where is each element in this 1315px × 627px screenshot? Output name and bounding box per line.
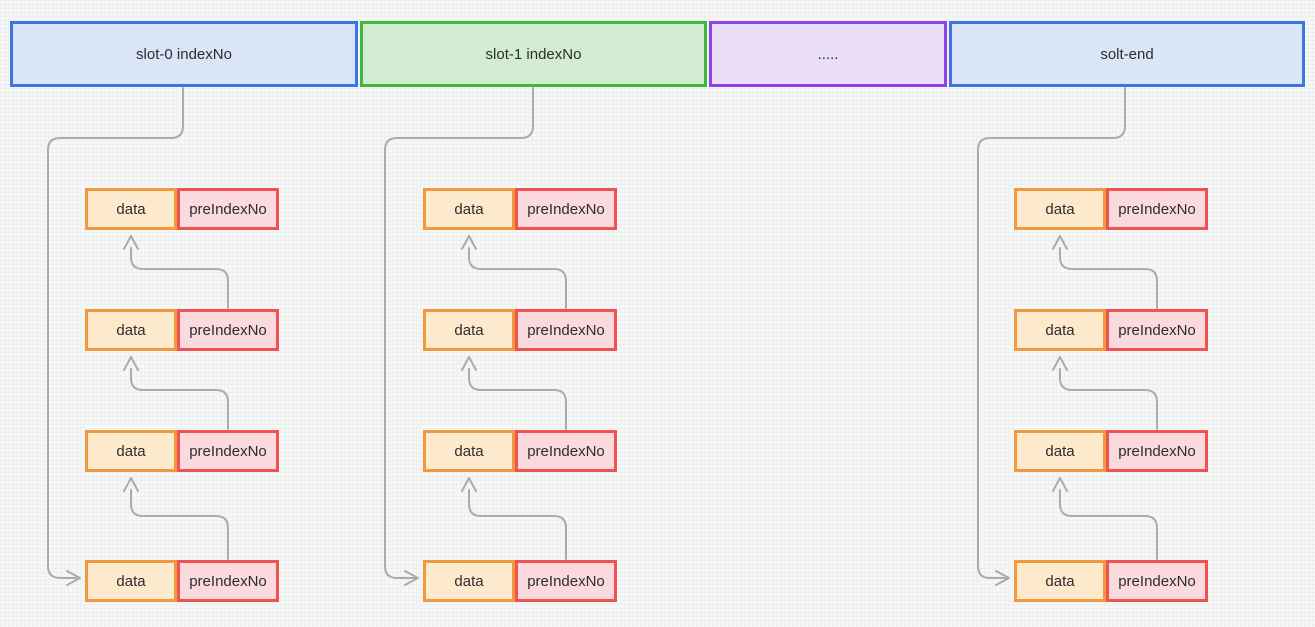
node-col3-row3: data preIndexNo	[1014, 430, 1208, 472]
node-data-cell: data	[1014, 560, 1106, 602]
slot-end-cell: solt-end	[949, 21, 1305, 87]
node-col2-row3: data preIndexNo	[423, 430, 617, 472]
node-data-cell: data	[423, 430, 515, 472]
node-preindex-cell: preIndexNo	[1106, 309, 1208, 351]
node-col3-row2: data preIndexNo	[1014, 309, 1208, 351]
node-col1-row1: data preIndexNo	[85, 188, 279, 230]
slot-0-cell: slot-0 indexNo	[10, 21, 358, 87]
node-col1-row4: data preIndexNo	[85, 560, 279, 602]
slot-1-cell: slot-1 indexNo	[360, 21, 707, 87]
node-preindex-cell: preIndexNo	[1106, 430, 1208, 472]
node-col1-row2: data preIndexNo	[85, 309, 279, 351]
chain-arrows-column-3	[1052, 235, 1158, 560]
node-data-cell: data	[85, 430, 177, 472]
chain-arrows-column-2	[461, 235, 567, 560]
node-col2-row2: data preIndexNo	[423, 309, 617, 351]
slot-0-label: slot-0 indexNo	[136, 45, 232, 63]
node-preindex-cell: preIndexNo	[515, 430, 617, 472]
slot-1-label: slot-1 indexNo	[485, 45, 582, 63]
node-col2-row1: data preIndexNo	[423, 188, 617, 230]
node-preindex-cell: preIndexNo	[177, 430, 279, 472]
chain-arrows-column-1	[123, 235, 229, 560]
node-data-cell: data	[423, 309, 515, 351]
slot-ellipsis-cell: .....	[709, 21, 947, 87]
node-preindex-cell: preIndexNo	[515, 188, 617, 230]
node-preindex-cell: preIndexNo	[1106, 188, 1208, 230]
node-data-cell: data	[423, 188, 515, 230]
node-preindex-cell: preIndexNo	[515, 560, 617, 602]
node-preindex-cell: preIndexNo	[515, 309, 617, 351]
node-data-cell: data	[1014, 188, 1106, 230]
node-data-cell: data	[1014, 309, 1106, 351]
node-data-cell: data	[423, 560, 515, 602]
slot-ellipsis-label: .....	[817, 45, 839, 63]
node-col3-row4: data preIndexNo	[1014, 560, 1208, 602]
node-col3-row1: data preIndexNo	[1014, 188, 1208, 230]
node-preindex-cell: preIndexNo	[177, 188, 279, 230]
node-data-cell: data	[85, 188, 177, 230]
node-data-cell: data	[85, 309, 177, 351]
node-preindex-cell: preIndexNo	[177, 560, 279, 602]
slot-end-label: solt-end	[1100, 45, 1154, 63]
node-data-cell: data	[1014, 430, 1106, 472]
node-col1-row3: data preIndexNo	[85, 430, 279, 472]
node-preindex-cell: preIndexNo	[177, 309, 279, 351]
node-preindex-cell: preIndexNo	[1106, 560, 1208, 602]
node-data-cell: data	[85, 560, 177, 602]
node-col2-row4: data preIndexNo	[423, 560, 617, 602]
